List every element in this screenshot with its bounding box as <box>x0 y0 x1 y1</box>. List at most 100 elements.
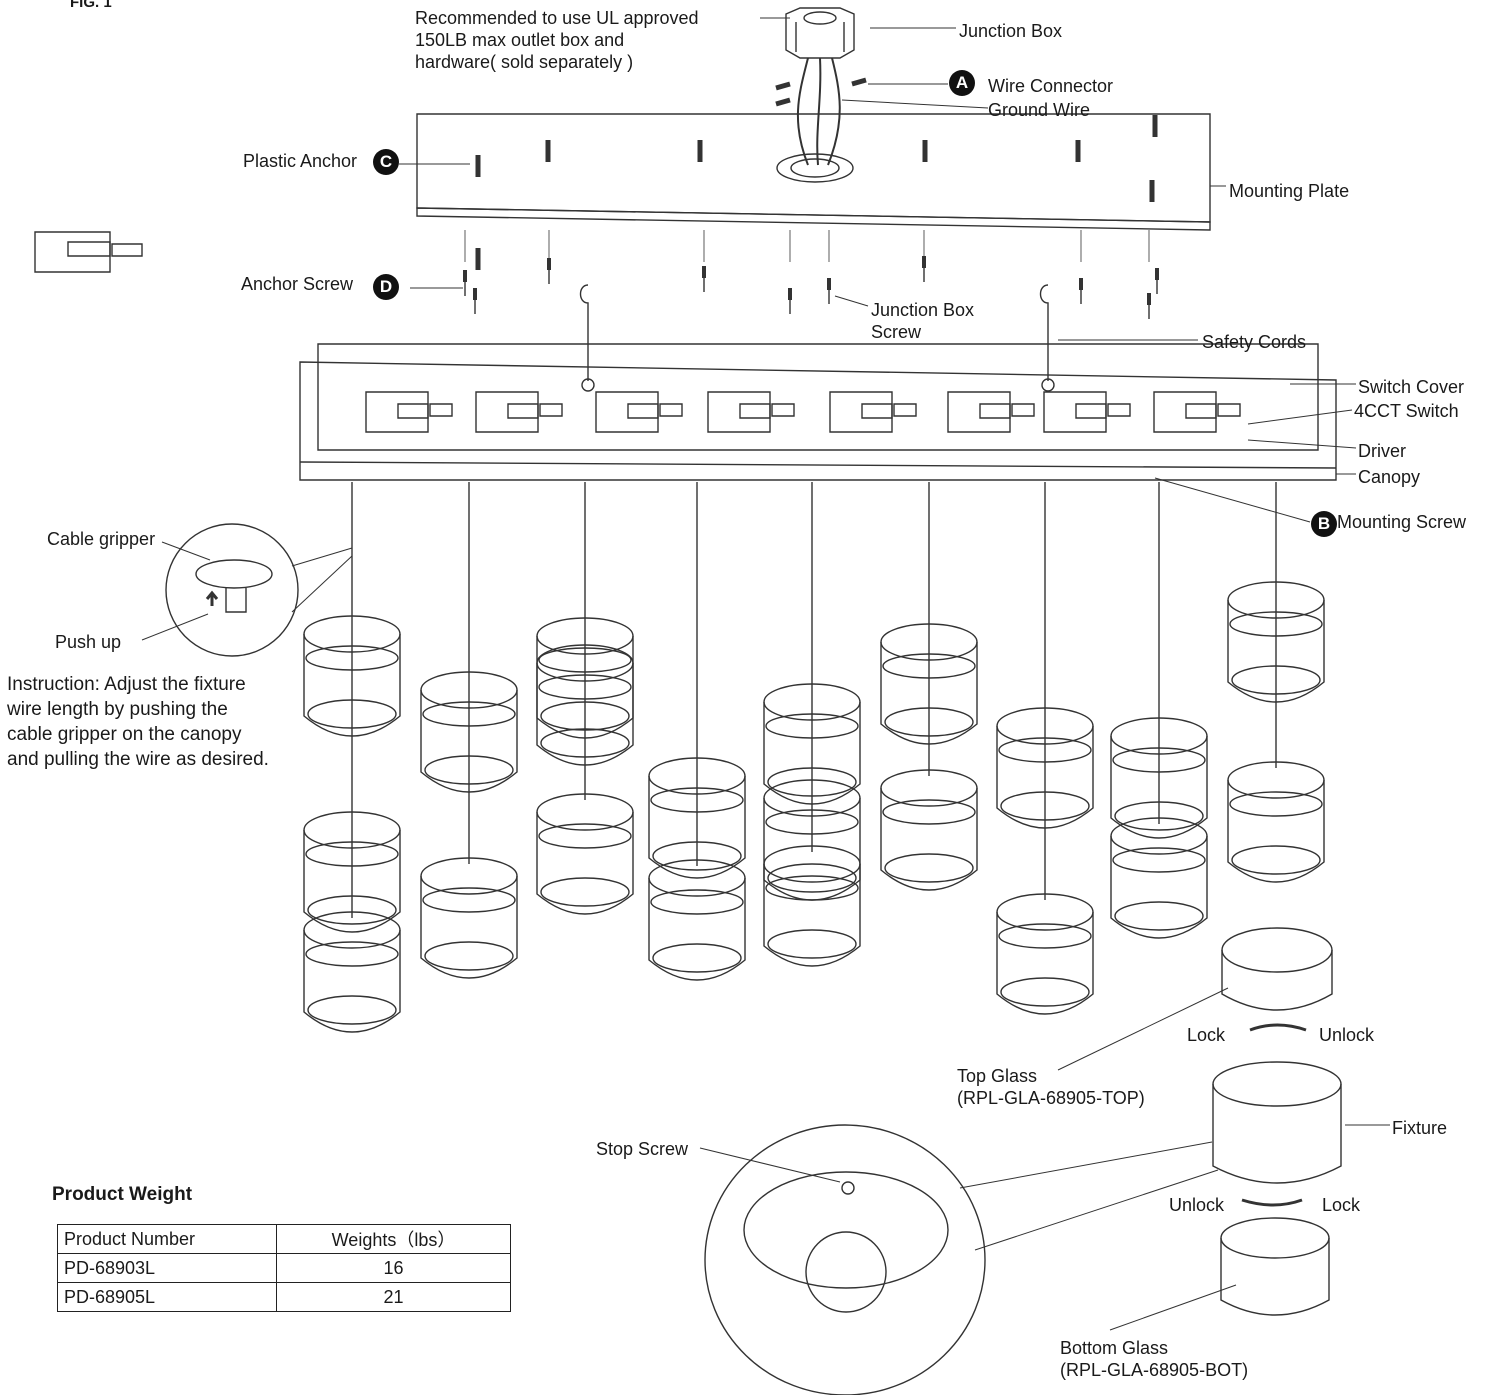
wire-connector-icon <box>775 77 867 107</box>
push-up-label: Push up <box>55 632 122 652</box>
lock-arrow <box>1241 1198 1303 1207</box>
pendant-shade-bottom <box>307 995 397 1025</box>
bottom-glass-body <box>1220 1238 1330 1316</box>
instruction-text: Instruction: Adjust the fixture wire len… <box>7 674 269 770</box>
pendant-shade-band <box>882 799 976 825</box>
anchor-screws <box>463 230 1159 319</box>
driver-slot <box>397 403 429 419</box>
wire-connector-label: Wire Connector <box>988 76 1114 96</box>
recommendation-note: Recommended to use UL approved 150LB max… <box>415 8 699 72</box>
canopy-back <box>317 343 1319 451</box>
pendant-shade-bottom <box>767 863 857 893</box>
leader-line <box>291 547 353 567</box>
pendant-shade-body <box>880 642 978 745</box>
led-board-icon <box>805 1231 887 1313</box>
leader-line <box>699 1147 841 1183</box>
pendant-shade-band <box>1229 791 1323 817</box>
pendant-shade-body <box>880 788 978 891</box>
pendant-shade-body <box>1110 736 1208 839</box>
pendant-shade-band <box>765 809 859 835</box>
leader-line <box>1247 409 1353 425</box>
driver-icon <box>595 391 659 433</box>
cable-gripper-detail-circle <box>165 523 299 657</box>
pendant-shade-band <box>998 923 1092 949</box>
pendant-shade-band <box>1229 611 1323 637</box>
table-header-cell: Product Number <box>57 1224 277 1254</box>
driver-icon <box>1043 391 1107 433</box>
top-glass-label: Top Glass (RPL-GLA-68905-TOP) <box>957 1066 1145 1108</box>
table-cell: PD-68903L <box>57 1253 277 1283</box>
pendant-shade-bottom <box>1231 665 1321 695</box>
leader-line <box>1057 987 1229 1071</box>
4cct-switch-icon <box>659 403 683 417</box>
pendant-shade-body <box>420 876 518 979</box>
pendant-shade-body <box>536 812 634 915</box>
mounting-screw-label: Mounting Screw <box>1337 512 1467 532</box>
pendant-shade-bottom <box>652 943 742 973</box>
mounting-plate-top <box>416 113 1211 223</box>
leader-line <box>959 1141 1213 1189</box>
pendant-shade-bottom <box>540 728 630 758</box>
cable-gripper-sleeve <box>225 588 247 613</box>
pendant-shade-body <box>303 830 401 933</box>
table-row: PD-68905L 21 <box>57 1282 511 1312</box>
badge-c: C <box>373 149 399 175</box>
pendant-shade-band <box>1112 847 1206 873</box>
4cct-switch-icon <box>771 403 795 417</box>
pendant-shade-band <box>305 645 399 671</box>
safety-cord-anchor <box>581 378 595 392</box>
pendant-shade-band <box>422 887 516 913</box>
leader-line <box>841 99 989 109</box>
driver-slot <box>1185 403 1217 419</box>
pendant-shade-bottom <box>424 941 514 971</box>
driver-icon <box>365 391 429 433</box>
mounting-plate-label: Mounting Plate <box>1229 181 1350 201</box>
pendant-shade-bottom <box>884 707 974 737</box>
pendant-shade-body <box>536 663 634 766</box>
pendant-shade-bottom <box>1000 977 1090 1007</box>
pendant-shade-band <box>998 737 1092 763</box>
pendant-shade-body <box>536 636 634 739</box>
lock-bottom-label: Lock <box>1322 1195 1361 1215</box>
safety-cord <box>579 284 589 381</box>
canopy-bottom-edge <box>299 461 1337 469</box>
leader-line <box>1109 1284 1237 1331</box>
mounting-plate-center-hole <box>790 158 840 178</box>
driver-slot <box>1075 403 1107 419</box>
top-glass-body <box>1221 950 1333 1011</box>
pendant-shade-body <box>1227 780 1325 883</box>
pendant-shade-bottom <box>767 929 857 959</box>
bottom-glass-label: Bottom Glass (RPL-GLA-68905-BOT) <box>1060 1338 1249 1380</box>
lock-arrow <box>1249 1023 1307 1032</box>
driver-label: Driver <box>1358 441 1406 461</box>
cable-gripper-icon <box>195 559 273 589</box>
figure-label: FIG. 1 <box>70 0 112 11</box>
driver-thumbnail <box>34 231 143 273</box>
4cct-switch-icon <box>539 403 563 417</box>
pendant-shade-band <box>650 889 744 915</box>
pendant-shade-band <box>765 875 859 901</box>
driver-slot <box>979 403 1011 419</box>
4cct-switch-icon <box>893 403 917 417</box>
supply-wire <box>816 57 822 166</box>
pendant-shade-body <box>1227 600 1325 703</box>
mounting-plate-center-hole <box>776 153 854 183</box>
cable-gripper-label: Cable gripper <box>47 529 156 549</box>
unlock-top-label: Unlock <box>1319 1025 1375 1045</box>
pendant-shade-bottom <box>540 877 630 907</box>
pendant-shade-bottom <box>307 895 397 925</box>
mounting-plate <box>416 113 1211 270</box>
pendant-shade-body <box>420 690 518 793</box>
mounting-plate-edge <box>416 207 1211 231</box>
safety-cord-anchor <box>1041 378 1055 392</box>
canopy <box>299 343 1337 481</box>
cct-switch-label: 4CCT Switch <box>1354 401 1459 421</box>
driver-thumbnail-body <box>34 231 111 273</box>
driver-icon <box>829 391 893 433</box>
pendant-shade-band <box>305 941 399 967</box>
stop-screw-detail-circle <box>704 1124 986 1395</box>
4cct-switch-icon <box>1011 403 1035 417</box>
table-cell: PD-68905L <box>57 1282 277 1312</box>
driver-icon <box>475 391 539 433</box>
driver-slot <box>739 403 771 419</box>
